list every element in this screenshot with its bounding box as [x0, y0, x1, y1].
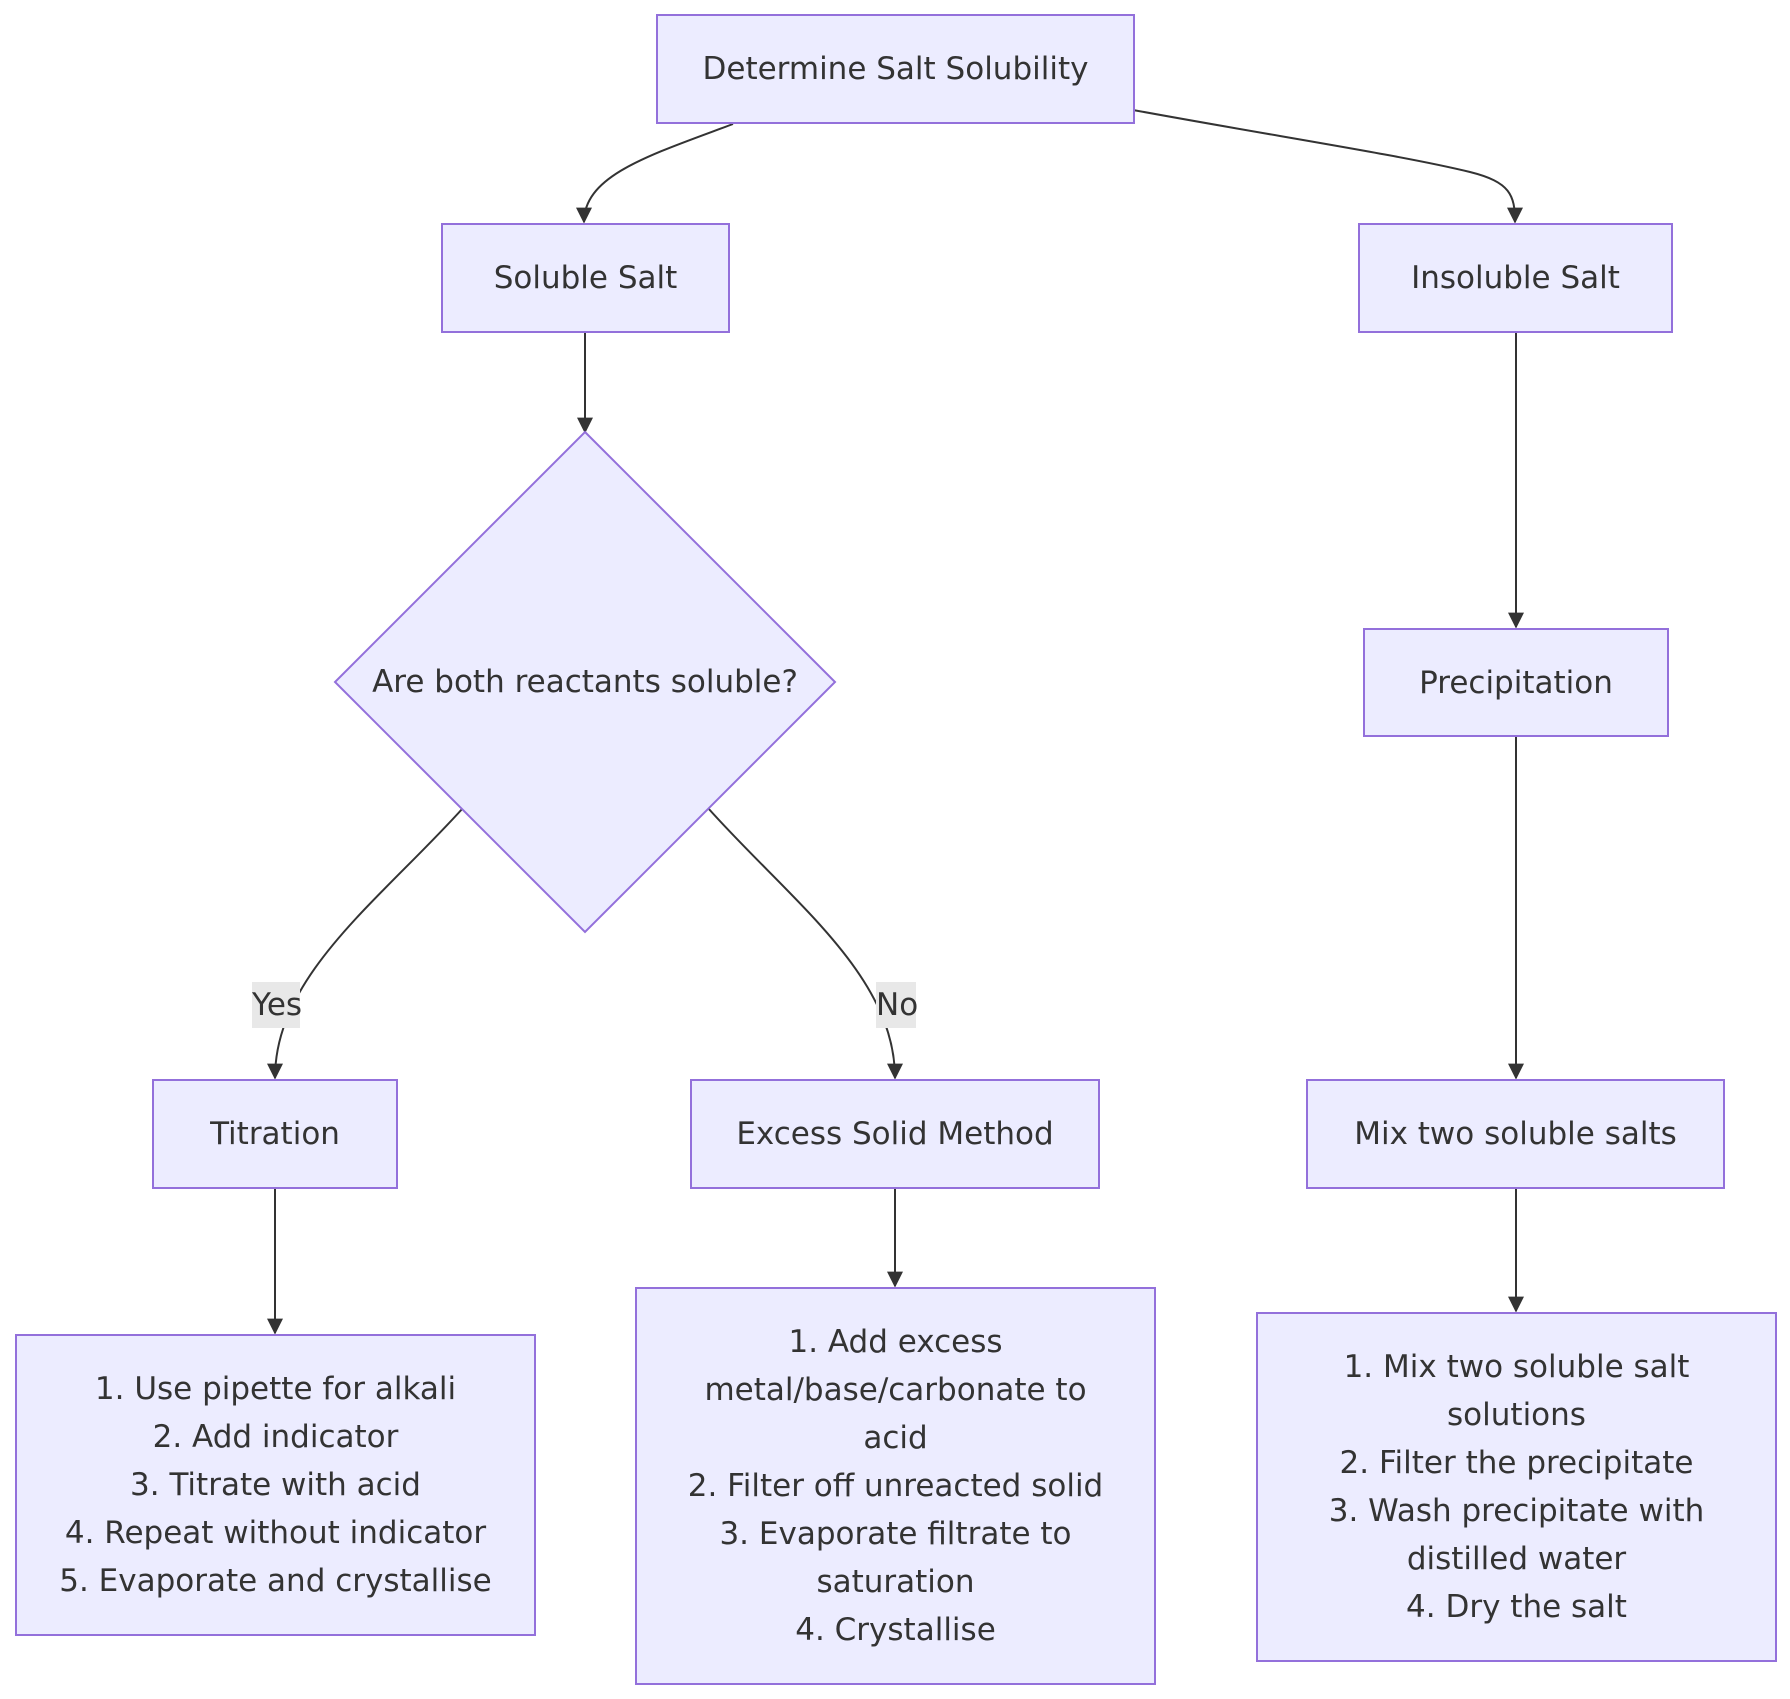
titration-step: 5. Evaporate and crystallise	[59, 1563, 492, 1599]
edge-decision-to-titration	[267, 807, 464, 1080]
excess-solid-step: metal/base/carbonate to	[704, 1372, 1087, 1408]
node-soluble-salt: Soluble Salt	[441, 223, 730, 333]
excess-solid-step: 1. Add excess	[788, 1324, 1003, 1360]
precipitation-step: 3. Wash precipitate with	[1328, 1493, 1705, 1529]
excess-solid-step: saturation	[816, 1564, 975, 1600]
titration-steps-box: 1. Use pipette for alkali 2. Add indicat…	[15, 1334, 536, 1636]
node-mix-two-soluble-salts: Mix two soluble salts	[1306, 1079, 1725, 1189]
titration-step: 1. Use pipette for alkali	[94, 1371, 457, 1407]
precipitation-step: solutions	[1447, 1397, 1586, 1433]
edge-label-yes: Yes	[252, 982, 302, 1028]
excess-solid-step: 3. Evaporate filtrate to	[719, 1516, 1072, 1552]
excess-solid-step: acid	[863, 1420, 928, 1456]
precipitation-step: 4. Dry the salt	[1406, 1589, 1627, 1625]
edge-label-no: No	[876, 982, 918, 1028]
excess-solid-step: 4. Crystallise	[795, 1612, 996, 1648]
precipitation-step: distilled water	[1406, 1541, 1627, 1577]
edge-root-to-soluble	[576, 123, 734, 224]
precipitation-steps-box: 1. Mix two soluble salt solutions 2. Fil…	[1256, 1312, 1777, 1662]
precipitation-step: 2. Filter the precipitate	[1339, 1445, 1694, 1481]
node-determine-salt-solubility: Determine Salt Solubility	[656, 14, 1135, 124]
titration-step: 3. Titrate with acid	[130, 1467, 421, 1503]
excess-solid-steps-box: 1. Add excess metal/base/carbonate to ac…	[635, 1287, 1156, 1685]
edge-root-to-insoluble	[1132, 109, 1523, 224]
node-insoluble-salt: Insoluble Salt	[1358, 223, 1673, 333]
node-titration: Titration	[152, 1079, 398, 1189]
excess-solid-step: 2. Filter off unreacted solid	[687, 1468, 1104, 1504]
titration-step: 4. Repeat without indicator	[64, 1515, 487, 1551]
precipitation-step: 1. Mix two soluble salt	[1343, 1349, 1690, 1385]
edge-decision-to-excess-solid	[707, 807, 903, 1080]
node-decision-label: Are both reactants soluble?	[372, 664, 798, 700]
node-precipitation: Precipitation	[1363, 628, 1669, 737]
titration-step: 2. Add indicator	[152, 1419, 399, 1455]
node-excess-solid-method: Excess Solid Method	[690, 1079, 1100, 1189]
decision-diamond	[333, 430, 837, 934]
